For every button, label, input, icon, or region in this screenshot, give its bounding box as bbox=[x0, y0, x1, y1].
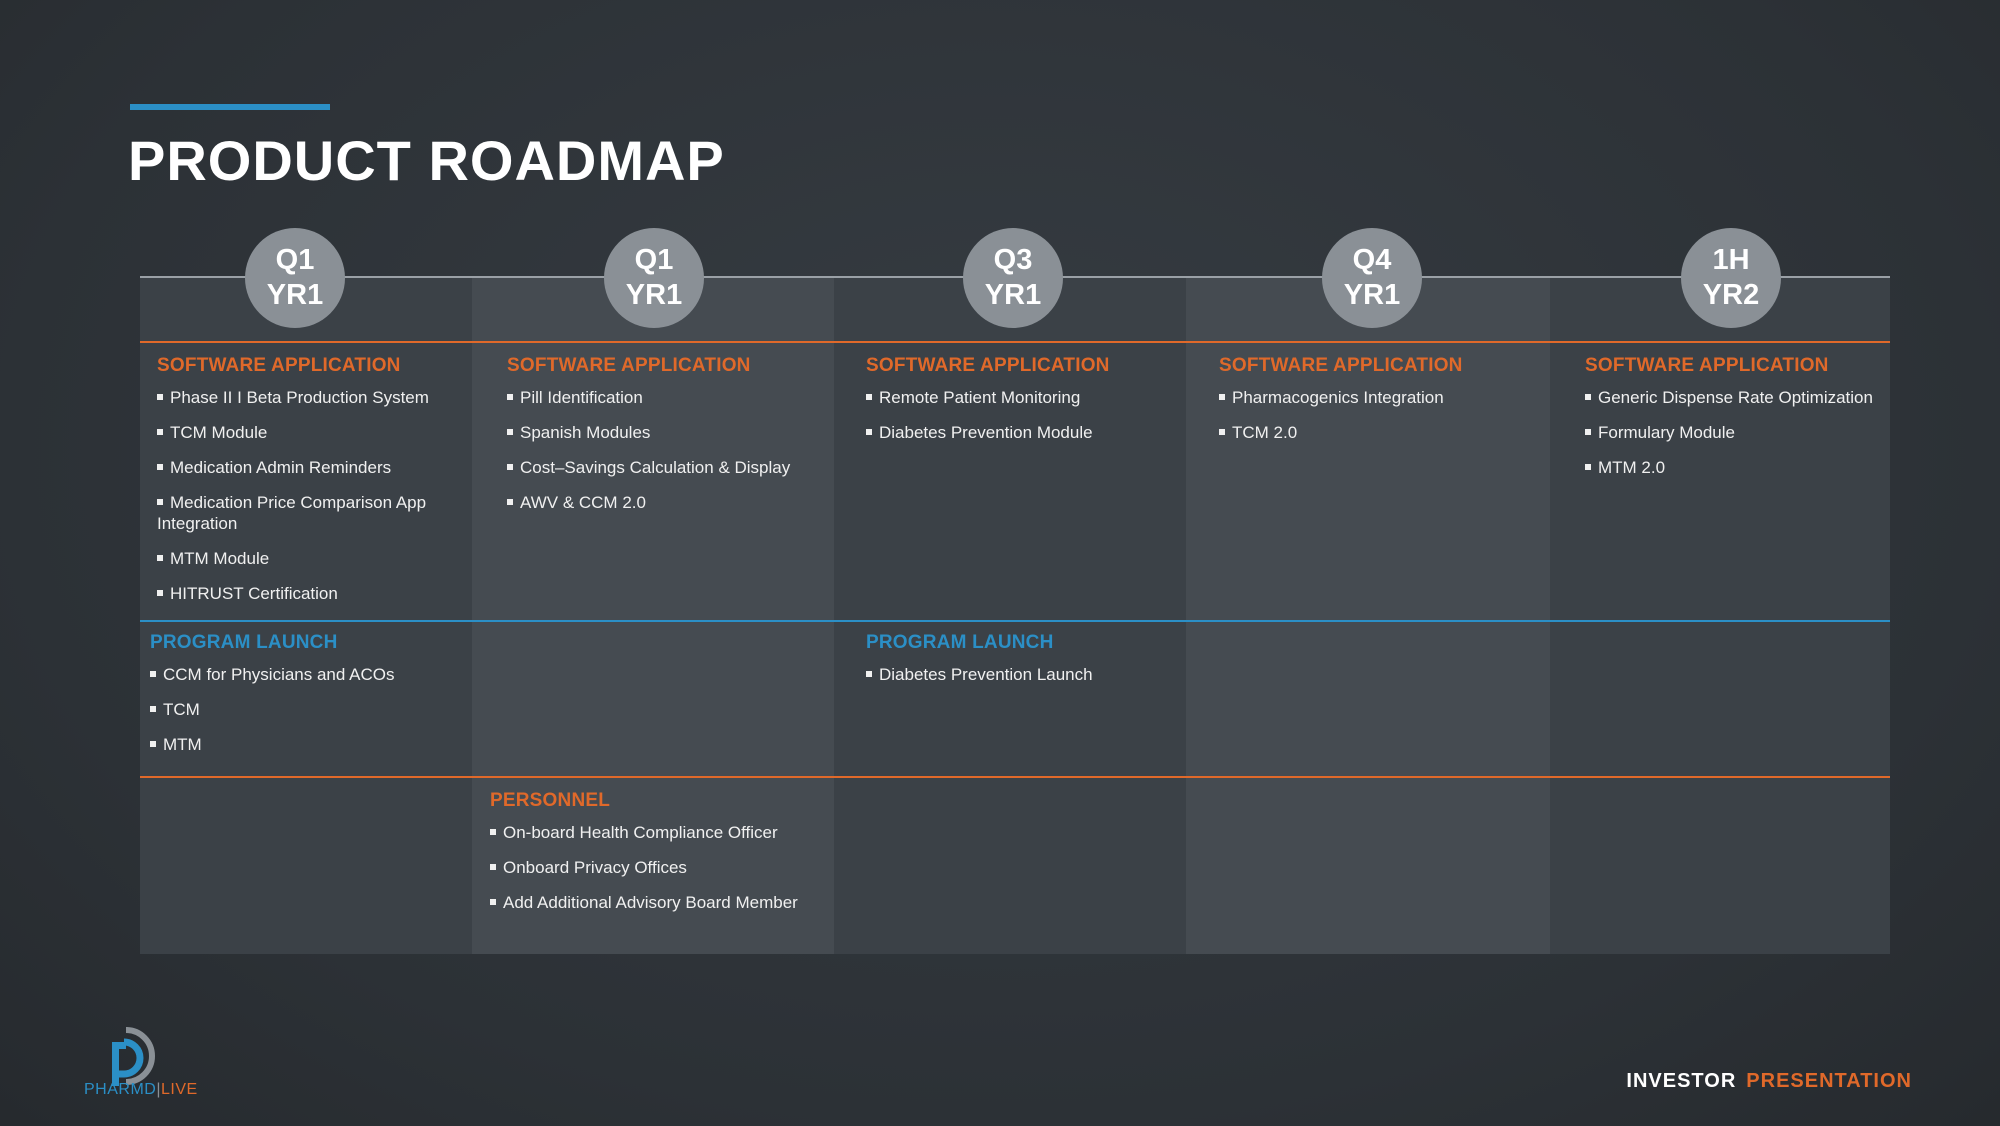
year-label: YR1 bbox=[625, 279, 683, 311]
list-item: Generic Dispense Rate Optimization bbox=[1585, 387, 1880, 408]
quarter-label: Q3 bbox=[993, 244, 1033, 276]
list-item: MTM Module bbox=[157, 548, 462, 569]
list-item: TCM bbox=[150, 699, 460, 720]
list-item: Phase II I Beta Production System bbox=[157, 387, 462, 408]
quarter-bubble-2: Q1 YR1 bbox=[604, 228, 704, 328]
list-item: Spanish Modules bbox=[507, 422, 827, 443]
list-item: Cost–Savings Calculation & Display bbox=[507, 457, 827, 478]
logo-text-part2: LIVE bbox=[161, 1081, 198, 1098]
footer-text-presentation: PRESENTATION bbox=[1746, 1070, 1912, 1092]
list-item: Diabetes Prevention Launch bbox=[866, 664, 1181, 685]
software-divider bbox=[140, 341, 1890, 343]
column-bg-3 bbox=[834, 278, 1186, 954]
list-item: Formulary Module bbox=[1585, 422, 1880, 443]
year-label: YR1 bbox=[266, 279, 324, 311]
list-item: Medication Price Comparison App Integrat… bbox=[157, 493, 427, 533]
program-divider bbox=[140, 620, 1890, 622]
list-item: On-board Health Compliance Officer bbox=[490, 822, 825, 843]
column-bg-4 bbox=[1186, 278, 1550, 954]
list-item: Add Additional Advisory Board Member bbox=[490, 892, 825, 913]
quarter-bubble-4: Q4 YR1 bbox=[1322, 228, 1422, 328]
column-bg-1 bbox=[140, 278, 472, 954]
year-label: YR2 bbox=[1702, 279, 1760, 311]
quarter-label: Q4 bbox=[1352, 244, 1392, 276]
list-item: MTM bbox=[150, 734, 460, 755]
quarter-bubble-3: Q3 YR1 bbox=[963, 228, 1063, 328]
quarter-label: 1H bbox=[1712, 244, 1750, 276]
program-section-1: PROGRAM LAUNCH CCM for Physicians and AC… bbox=[150, 632, 460, 769]
list-item: TCM Module bbox=[157, 422, 462, 443]
software-section-1: SOFTWARE APPLICATION Phase II I Beta Pro… bbox=[157, 355, 462, 618]
list-item: MTM 2.0 bbox=[1585, 457, 1880, 478]
footer-label: INVESTOR PRESENTATION bbox=[1626, 1070, 1912, 1093]
list-item: Remote Patient Monitoring bbox=[866, 387, 1181, 408]
pharmd-live-logo-icon bbox=[112, 1027, 155, 1086]
quarter-label: Q1 bbox=[634, 244, 674, 276]
list-item: Pharmacogenics Integration bbox=[1219, 387, 1544, 408]
section-heading: SOFTWARE APPLICATION bbox=[866, 355, 1110, 376]
list-item: Medication Admin Reminders bbox=[157, 457, 462, 478]
quarter-bubble-1: Q1 YR1 bbox=[245, 228, 345, 328]
section-heading: SOFTWARE APPLICATION bbox=[1585, 355, 1829, 376]
section-heading: SOFTWARE APPLICATION bbox=[507, 355, 751, 376]
list-item: Onboard Privacy Offices bbox=[490, 857, 825, 878]
personnel-divider bbox=[140, 776, 1890, 778]
list-item: TCM 2.0 bbox=[1219, 422, 1544, 443]
software-section-5: SOFTWARE APPLICATION Generic Dispense Ra… bbox=[1585, 355, 1880, 492]
software-section-3: SOFTWARE APPLICATION Remote Patient Moni… bbox=[866, 355, 1181, 457]
title-accent-bar bbox=[130, 104, 330, 110]
year-label: YR1 bbox=[984, 279, 1042, 311]
section-heading: SOFTWARE APPLICATION bbox=[157, 355, 401, 376]
program-section-3: PROGRAM LAUNCH Diabetes Prevention Launc… bbox=[866, 632, 1181, 699]
list-item: AWV & CCM 2.0 bbox=[507, 492, 827, 513]
column-bg-2 bbox=[472, 278, 834, 954]
footer-text-investor: INVESTOR bbox=[1626, 1070, 1737, 1092]
section-heading: PROGRAM LAUNCH bbox=[150, 632, 338, 653]
column-bg-5 bbox=[1550, 278, 1890, 954]
section-heading: PROGRAM LAUNCH bbox=[866, 632, 1054, 653]
year-label: YR1 bbox=[1343, 279, 1401, 311]
quarter-bubble-5: 1H YR2 bbox=[1681, 228, 1781, 328]
page-title: PRODUCT ROADMAP bbox=[128, 129, 725, 192]
list-item: Pill Identification bbox=[507, 387, 827, 408]
logo-text-part1: PHARMD bbox=[84, 1081, 157, 1098]
section-heading: SOFTWARE APPLICATION bbox=[1219, 355, 1463, 376]
list-item: CCM for Physicians and ACOs bbox=[150, 664, 460, 685]
software-section-4: SOFTWARE APPLICATION Pharmacogenics Inte… bbox=[1219, 355, 1544, 457]
software-section-2: SOFTWARE APPLICATION Pill Identification… bbox=[507, 355, 827, 527]
list-item: Diabetes Prevention Module bbox=[866, 422, 1181, 443]
list-item: HITRUST Certification bbox=[157, 583, 462, 604]
quarter-label: Q1 bbox=[275, 244, 315, 276]
section-heading: PERSONNEL bbox=[490, 790, 611, 811]
logo-wordmark: PHARMD|LIVE bbox=[84, 1081, 198, 1098]
personnel-section-2: PERSONNEL On-board Health Compliance Off… bbox=[490, 790, 825, 927]
